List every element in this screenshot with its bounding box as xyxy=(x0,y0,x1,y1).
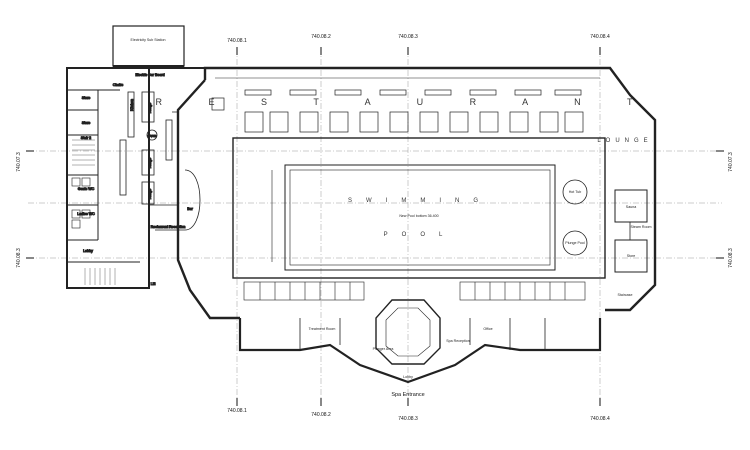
axis-label-bottom-2: 740.08.2 xyxy=(311,412,331,418)
svg-text:Kitchen: Kitchen xyxy=(130,99,134,111)
svg-text:Gents WC: Gents WC xyxy=(78,187,95,191)
axis-label-top-1: 740.08.1 xyxy=(227,38,247,44)
main-building xyxy=(176,66,657,320)
axis-label-bottom-3: 740.08.3 xyxy=(398,416,418,422)
svg-text:Stair 2: Stair 2 xyxy=(81,136,91,140)
svg-text:Store: Store xyxy=(82,121,91,125)
svg-text:Sauna: Sauna xyxy=(626,205,636,209)
svg-text:Bar: Bar xyxy=(187,207,193,211)
svg-text:Plunge Pool: Plunge Pool xyxy=(565,241,585,245)
svg-text:Lift: Lift xyxy=(151,282,156,286)
axis-label-bottom-1: 740.08.1 xyxy=(227,408,247,414)
axis-ticks xyxy=(26,47,724,406)
pool-label: POOL xyxy=(384,232,457,238)
axis-label-left-1: 740.07.3 xyxy=(16,152,22,172)
svg-text:Range: Range xyxy=(148,189,152,200)
electricity-sub-station: Electricity Sub Station xyxy=(112,25,185,67)
svg-text:Office: Office xyxy=(483,327,492,331)
axis-label-bottom-4: 740.08.4 xyxy=(590,416,610,422)
svg-text:Range: Range xyxy=(148,103,152,114)
pool-note: New Pool bottom 36.400 xyxy=(399,214,438,218)
svg-text:Store: Store xyxy=(627,254,636,258)
svg-text:Plunger Area: Plunger Area xyxy=(373,347,394,351)
svg-text:Staircase: Staircase xyxy=(618,293,633,297)
axis-label-right-2: 740.08.3 xyxy=(728,248,734,268)
axis-label-top-4: 740.08.4 xyxy=(590,34,610,40)
svg-text:Electricity Sub Station: Electricity Sub Station xyxy=(131,38,166,42)
svg-text:Treatment Room: Treatment Room xyxy=(309,327,336,331)
svg-text:Steam Room: Steam Room xyxy=(631,225,652,229)
axis-label-right-1: 740.07.3 xyxy=(728,152,734,172)
restaurant-label: R E S T A U R A N T xyxy=(155,97,654,107)
spa-entrance-label: Spa Entrance xyxy=(391,392,424,398)
grid-lines xyxy=(28,48,722,400)
service-block: Store Store Stair 2 Gents WC Ladies WC L… xyxy=(66,67,206,289)
svg-text:Spa Reception: Spa Reception xyxy=(446,339,470,343)
svg-text:Hot Tub: Hot Tub xyxy=(569,190,582,194)
svg-text:Lobby: Lobby xyxy=(83,249,93,253)
svg-text:Oven: Oven xyxy=(148,134,157,138)
swimming-label: SWIMMING xyxy=(348,198,492,204)
svg-text:Store: Store xyxy=(82,96,91,100)
axis-label-top-3: 740.08.3 xyxy=(398,34,418,40)
axis-label-left-2: 740.08.3 xyxy=(16,248,22,268)
svg-text:Electric Car Board: Electric Car Board xyxy=(135,73,164,77)
svg-text:Restaurant Reception: Restaurant Reception xyxy=(151,225,186,229)
spa-entrance-wing xyxy=(238,299,602,384)
svg-text:Range: Range xyxy=(148,158,152,169)
svg-text:Lobby: Lobby xyxy=(403,375,413,379)
lounge-label: LOUNGE xyxy=(597,138,652,144)
axis-label-top-2: 740.08.2 xyxy=(311,34,331,40)
svg-text:Ladies WC: Ladies WC xyxy=(77,212,95,216)
svg-text:Chairs: Chairs xyxy=(113,83,124,87)
